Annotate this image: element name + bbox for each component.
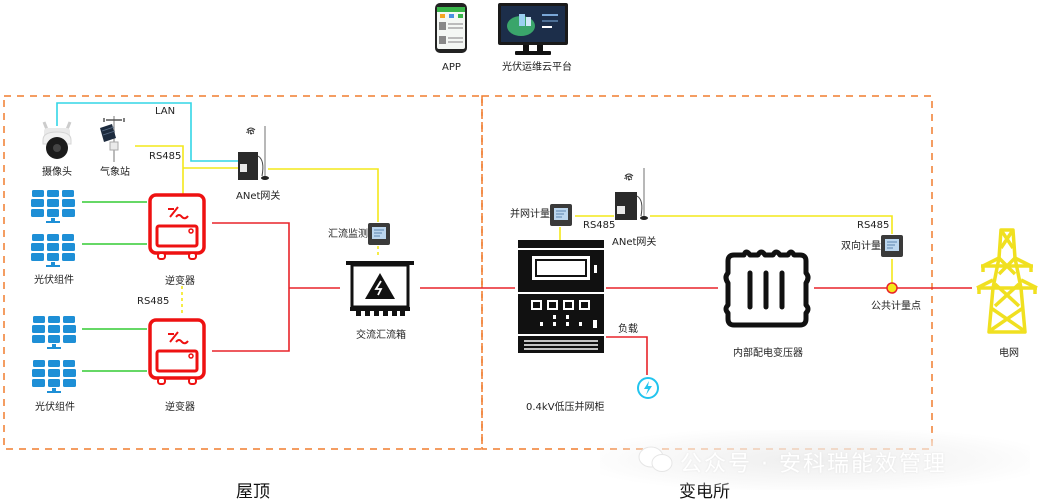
- pv-panel-icon[interactable]: [31, 189, 75, 225]
- rooftop-zone-label: 屋顶: [236, 482, 270, 502]
- camera-icon[interactable]: [38, 118, 76, 160]
- transformer-label: 内部配电变压器: [733, 348, 803, 359]
- low-voltage-cabinet-icon[interactable]: [518, 240, 604, 353]
- rs485-gateway-combiner-wire: [268, 168, 379, 222]
- pcc-point[interactable]: [886, 282, 898, 294]
- inverter-icon[interactable]: [148, 318, 206, 386]
- camera-label: 摄像头: [42, 167, 72, 178]
- weather-station-icon[interactable]: [98, 114, 128, 164]
- pv-panel-icon[interactable]: [32, 315, 76, 351]
- wifi-icon: [624, 166, 634, 181]
- rooftop-gateway-label: ANet网关: [236, 191, 281, 202]
- ac-load-wire: [606, 336, 648, 375]
- ac-inverter1-wire: [212, 222, 290, 352]
- lan-label: LAN: [155, 106, 176, 117]
- wifi-icon: [246, 120, 256, 135]
- combiner-monitor-meter-icon[interactable]: [367, 222, 391, 246]
- rooftop-gateway-signal: 4G: [246, 129, 255, 136]
- platform-label: 光伏运维云平台: [502, 62, 572, 73]
- grid-meter-label: 并网计量: [510, 209, 550, 220]
- substation-gateway-label: ANet网关: [612, 237, 657, 248]
- rooftop-zone-border: [3, 95, 483, 450]
- rs485-mid-label: RS485: [137, 296, 170, 307]
- grid-meter-icon[interactable]: [549, 203, 573, 227]
- ac-combiner-label: 交流汇流箱: [356, 330, 406, 341]
- bidirectional-meter-label: 双向计量: [841, 241, 881, 252]
- lan-wire: [56, 102, 238, 162]
- ac-combiner-box-icon[interactable]: [346, 261, 414, 318]
- power-tower-icon[interactable]: [975, 228, 1038, 334]
- transformer-icon[interactable]: [720, 247, 812, 331]
- cabinet-label: 0.4kV低压并网柜: [526, 402, 605, 413]
- rs485-bidirectional-wire: [650, 215, 893, 234]
- weather-station-label: 气象站: [100, 167, 130, 178]
- bidirectional-meter-icon[interactable]: [880, 234, 904, 258]
- wechat-icon: [638, 446, 674, 478]
- rooftop-anet-gateway-icon[interactable]: [235, 120, 271, 182]
- cloud-platform-monitor-icon[interactable]: [497, 2, 569, 56]
- app-phone-icon[interactable]: [434, 2, 468, 54]
- substation-gateway-signal: 4G: [624, 175, 633, 182]
- pv-panel-icon[interactable]: [31, 233, 75, 269]
- rs485-right-label: RS485: [857, 220, 890, 231]
- rs485-weather-wire: [135, 145, 184, 194]
- pv-label-2: 光伏组件: [35, 402, 75, 413]
- combiner-monitor-label: 汇流监测: [328, 229, 368, 240]
- app-label: APP: [442, 62, 461, 73]
- inverter-label-2: 逆变器: [165, 402, 195, 413]
- pcc-label: 公共计量点: [871, 301, 921, 312]
- substation-anet-gateway-icon[interactable]: [613, 168, 651, 230]
- load-lightning-icon[interactable]: [636, 376, 660, 400]
- substation-rs485-label: RS485: [583, 220, 616, 231]
- pv-panel-icon[interactable]: [32, 359, 76, 395]
- grid-label: 电网: [999, 348, 1019, 359]
- watermark: 公众号 · 安科瑞能效管理: [600, 430, 1030, 490]
- pv-label-1: 光伏组件: [34, 275, 74, 286]
- load-label: 负载: [618, 324, 638, 335]
- rs485-top-label: RS485: [149, 151, 182, 162]
- inverter-icon[interactable]: [148, 193, 206, 261]
- inverter-label-1: 逆变器: [165, 276, 195, 287]
- watermark-text: 公众号 · 安科瑞能效管理: [680, 452, 947, 477]
